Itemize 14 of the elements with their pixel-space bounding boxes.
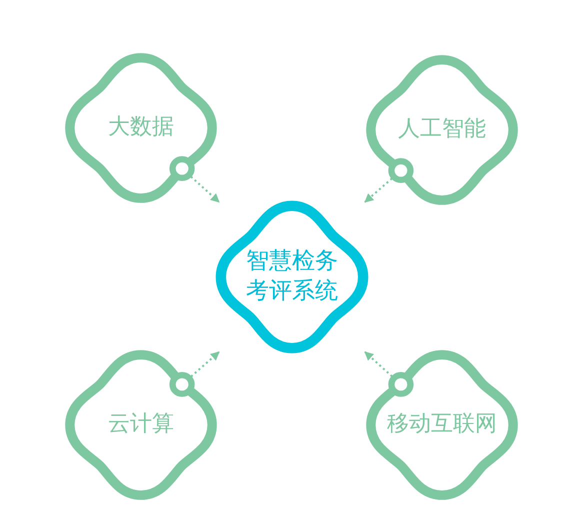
dotted-arrow (190, 176, 220, 203)
clover-node (363, 52, 521, 208)
dotted-arrow (364, 178, 393, 203)
dotted-arrow (190, 351, 220, 378)
node-label: 智慧检务考评系统 (244, 247, 339, 306)
clover-node (213, 198, 371, 356)
dotted-arrow (364, 351, 393, 378)
clover-node (62, 50, 220, 206)
clover-node (62, 347, 220, 503)
node-label: 云计算 (107, 410, 175, 439)
node-label: 大数据 (107, 114, 175, 142)
clover-node (363, 347, 521, 503)
node-label: 人工智能 (397, 116, 487, 144)
node-label: 移动互联网 (386, 410, 498, 439)
